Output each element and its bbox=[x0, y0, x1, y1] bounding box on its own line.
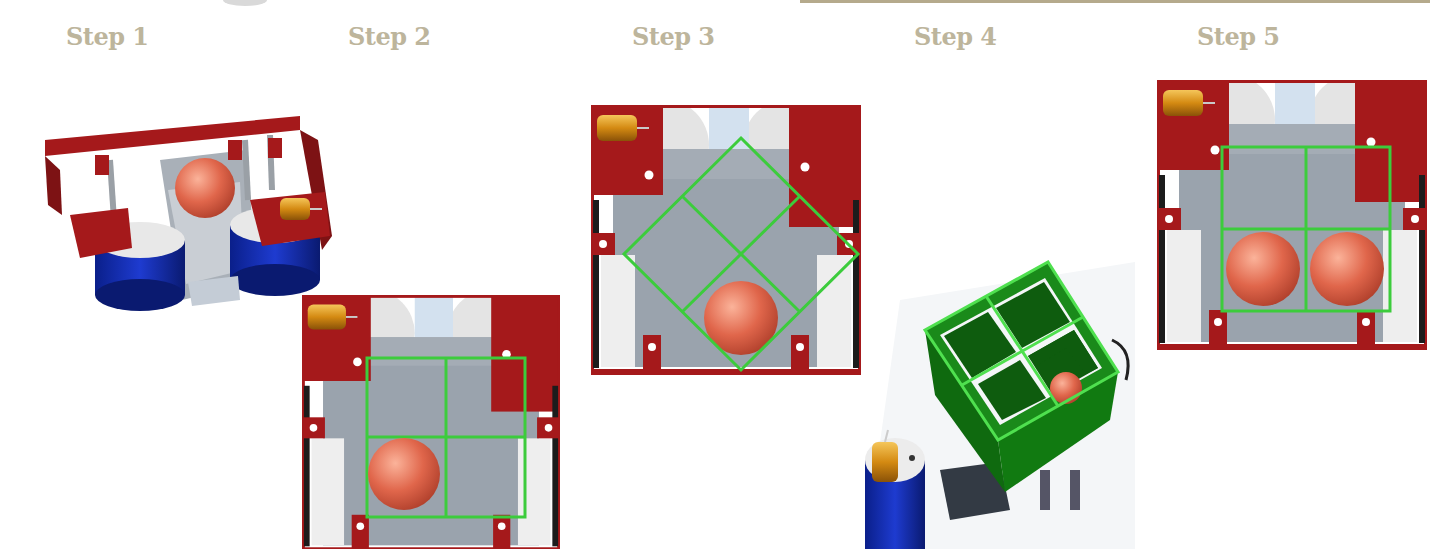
robot-tilted bbox=[865, 262, 1135, 549]
step-label-slot: Step 1 bbox=[66, 22, 149, 51]
robot-top bbox=[591, 99, 861, 375]
ball bbox=[1226, 232, 1300, 306]
green-grid bbox=[367, 358, 525, 517]
robot-iso bbox=[45, 116, 332, 311]
step-label-slot: Step 4 bbox=[914, 22, 997, 51]
step-label: Step 1 bbox=[66, 22, 149, 51]
step-label: Step 4 bbox=[914, 22, 997, 51]
top-blob bbox=[223, 0, 267, 6]
step-label-slot: Step 2 bbox=[348, 22, 431, 51]
step-label: Step 2 bbox=[348, 22, 431, 51]
step-label-slot: Step 5 bbox=[1197, 22, 1280, 51]
green-grid bbox=[1222, 147, 1390, 311]
step-label: Step 5 bbox=[1197, 22, 1280, 51]
robot-top bbox=[1157, 74, 1427, 350]
top-bar bbox=[800, 0, 1430, 3]
ball bbox=[368, 438, 440, 510]
green-diamond bbox=[624, 138, 858, 370]
step-label: Step 3 bbox=[632, 22, 715, 51]
step-label-slot: Step 3 bbox=[632, 22, 715, 51]
ball bbox=[1310, 232, 1384, 306]
robot-top bbox=[302, 289, 560, 549]
